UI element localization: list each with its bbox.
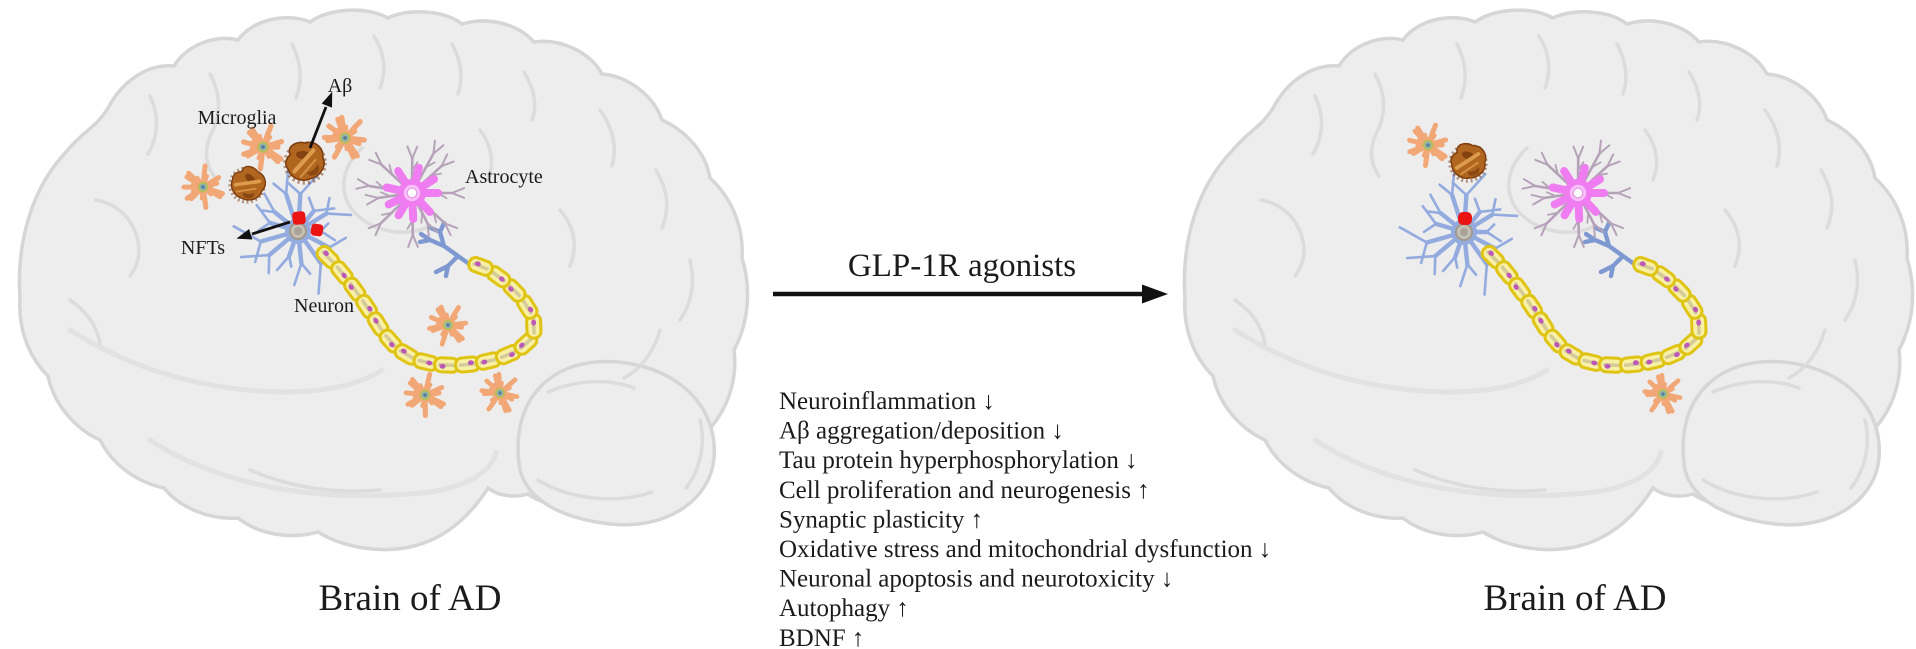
myelin-segment <box>412 352 440 372</box>
effect-item: Tau protein hyperphosphorylation ↓ <box>779 447 1138 474</box>
right-brain-caption: Brain of AD <box>1484 578 1667 619</box>
myelin-segment <box>467 256 494 277</box>
brain-silhouette <box>1184 10 1912 549</box>
myelin-segment <box>1632 256 1659 277</box>
myelin-segment <box>1639 351 1667 371</box>
effect-item: BDNF ↑ <box>779 625 864 649</box>
brain-of-ad-right-illustration <box>1184 10 1912 549</box>
myelin-segment <box>474 351 502 371</box>
abeta-label: Aβ <box>328 75 353 97</box>
nft-marker <box>1458 212 1472 225</box>
nfts-arrow <box>236 220 291 240</box>
left-brain-caption: Brain of AD <box>319 578 502 619</box>
myelin-segment <box>453 355 482 374</box>
microglia-label: Microglia <box>198 107 277 129</box>
nft-marker <box>310 223 324 237</box>
brain-of-ad-left-illustration: Microglia Aβ Astrocyte NFTs Neuron <box>19 10 747 549</box>
myelin-segment <box>1659 343 1687 366</box>
effect-item: Cell proliferation and neurogenesis ↑ <box>779 477 1150 504</box>
nfts-label: NFTs <box>181 237 225 259</box>
brain-silhouette <box>19 10 747 549</box>
abeta-arrow <box>308 91 333 149</box>
effect-item: Neuroinflammation ↓ <box>779 388 995 415</box>
astrocyte-label: Astrocyte <box>465 166 543 188</box>
neuron-label: Neuron <box>294 295 354 317</box>
myelin-segment <box>393 343 420 366</box>
nft-marker <box>292 211 306 225</box>
effect-item: Aβ aggregation/deposition ↓ <box>779 418 1064 445</box>
treatment-annotation: GLP-1R agonists Neuroinflammation ↓ Aβ a… <box>773 248 1271 649</box>
treatment-effects-list: Neuroinflammation ↓ Aβ aggregation/depos… <box>779 388 1271 649</box>
effect-item: Synaptic plasticity ↑ <box>779 506 983 533</box>
effect-item: Neuronal apoptosis and neurotoxicity ↓ <box>779 566 1173 593</box>
treatment-arrow-label: GLP-1R agonists <box>848 248 1076 284</box>
treatment-arrow <box>773 284 1168 304</box>
effect-item: Autophagy ↑ <box>779 595 909 622</box>
effect-item: Oxidative stress and mitochondrial dysfu… <box>779 536 1271 563</box>
